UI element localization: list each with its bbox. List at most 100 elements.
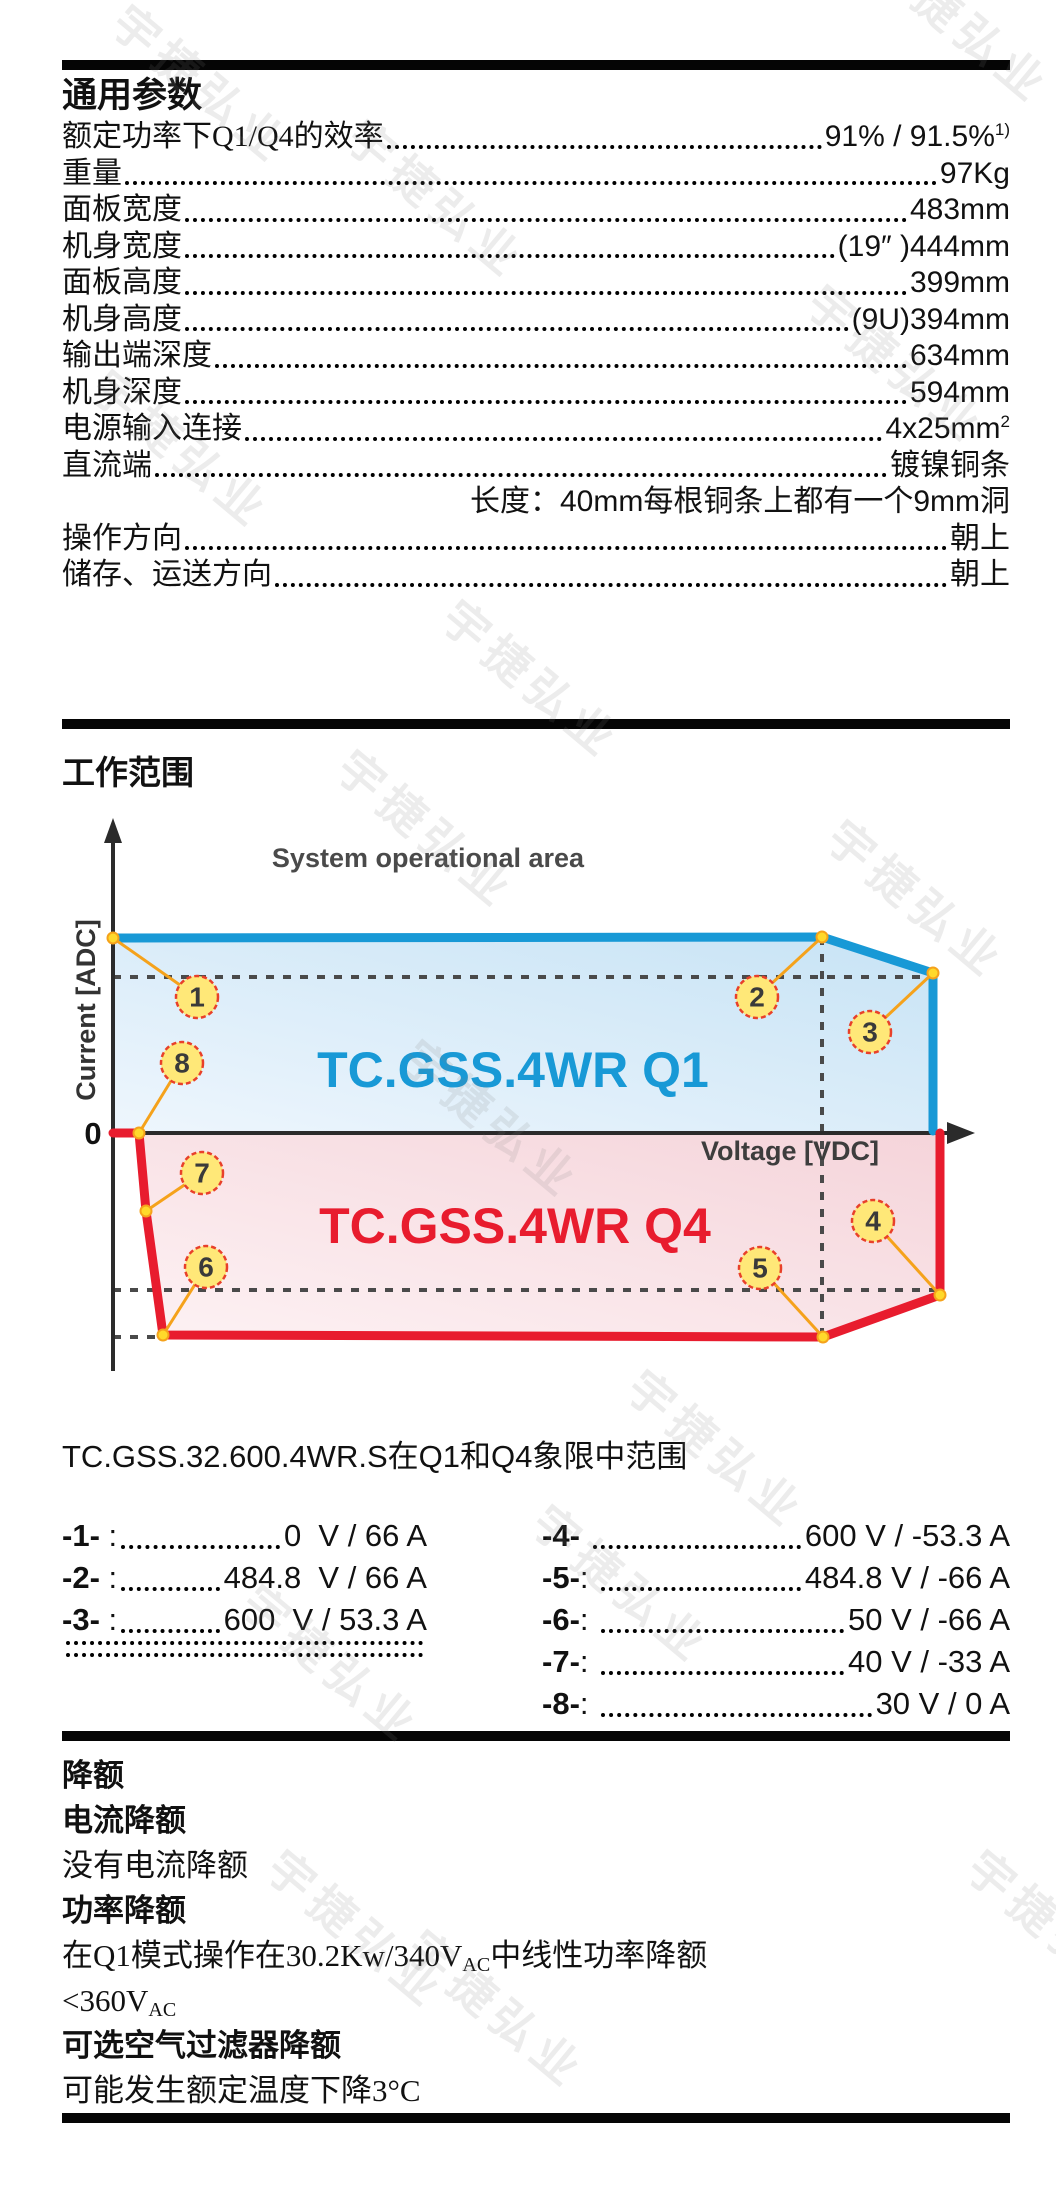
- section-divider: [62, 2112, 1010, 2123]
- labeled-points-list: -1- :0 V / 66 A-2- :484.8 V / 66 A-3- :6…: [62, 1515, 1010, 1725]
- dotted-leader: [601, 1712, 872, 1717]
- spec-value: 朝上: [950, 521, 1010, 555]
- data-point-marker: [106, 931, 120, 944]
- dotted-leader: [125, 181, 937, 185]
- point-colon: :: [579, 1601, 598, 1637]
- q4-region-label: TC.GSS.4WR Q4: [319, 1198, 711, 1254]
- callout-circle: [734, 974, 780, 1019]
- x-axis-arrow: [947, 1121, 975, 1144]
- point-marker: -5-: [542, 1559, 580, 1595]
- data-point-marker: [815, 930, 829, 943]
- callout-circle: [183, 1244, 229, 1289]
- q1-region-border: [108, 932, 938, 1135]
- spec-value: 镀镍铜条: [890, 448, 1010, 482]
- spec-value: 长度：40mm每根铜条上都有一个9mm洞: [469, 485, 1010, 518]
- dotted-leader: [245, 436, 883, 441]
- spec-row: 面板高度 399mm: [62, 265, 1010, 302]
- dotted-leader: [386, 144, 822, 149]
- derating-section: 降额电流降额没有电流降额功率降额在Q1模式操作在30.2Kw/340VAC中线性…: [62, 1753, 1010, 2113]
- derating-text: <360VAC: [62, 1982, 177, 2021]
- callout-number: 2: [749, 981, 765, 1012]
- callout-number: 3: [862, 1016, 878, 1047]
- dotted-leader: [155, 473, 887, 477]
- spec-label: 机身宽度: [62, 229, 182, 263]
- point-marker: -2-: [62, 1559, 100, 1595]
- spec-value: 91% / 91.5%1): [824, 120, 1010, 153]
- y-axis-arrow: [104, 817, 122, 843]
- points-column-right: -4- 600 V / -53.3 A-5-: 484.8 V / -66 A-…: [542, 1515, 1010, 1725]
- point-value: 40 V / -33 A: [848, 1643, 1010, 1679]
- derating-text: 可能发生额定温度下降3°C: [62, 2072, 421, 2108]
- spec-value: 399mm: [909, 266, 1010, 299]
- spec-value: 483mm: [909, 193, 1010, 226]
- callout-number: 1: [189, 981, 205, 1012]
- point-marker: -7-: [542, 1643, 580, 1679]
- spec-label: 额定功率下Q1/Q4的效率: [62, 120, 384, 153]
- spec-label: 储存、运送方向: [62, 558, 272, 591]
- spec-label: 电源输入连接: [62, 412, 242, 445]
- dotted-leader: [185, 327, 849, 331]
- x-axis-label: Voltage [VDC]: [701, 1136, 879, 1166]
- dotted-leader: [275, 582, 947, 587]
- spec-row: 直流端 镀镍铜条: [62, 448, 1010, 485]
- callout-circle: [179, 1150, 225, 1195]
- point-value: 0 V / 66 A: [283, 1517, 427, 1553]
- point-row: -5-: 484.8 V / -66 A: [542, 1557, 1010, 1599]
- spec-row: 机身高度 (9U)394mm: [62, 302, 1010, 339]
- spec-label: 操作方向: [62, 521, 182, 555]
- data-point-marker: [816, 1330, 830, 1343]
- point-row: -4- 600 V / -53.3 A: [542, 1515, 1010, 1557]
- spec-label: 重量: [62, 156, 122, 190]
- callout-circle: [737, 1245, 783, 1290]
- dotted-leader: [66, 1652, 423, 1657]
- callout-number: 7: [194, 1157, 210, 1188]
- derating-lines: 降额电流降额没有电流降额功率降额在Q1模式操作在30.2Kw/340VAC中线性…: [62, 1753, 1010, 2113]
- section-divider: [62, 1730, 1010, 1741]
- spec-label: 直流端: [62, 448, 152, 482]
- dotted-leader: [121, 1628, 220, 1633]
- point-value: 484.8 V / 66 A: [223, 1559, 427, 1595]
- derating-heading: 电流降额: [62, 1802, 186, 1838]
- y-axis-label: Current [ADC]: [71, 919, 101, 1101]
- spec-superscript: 1): [994, 120, 1010, 139]
- subscript: AC: [148, 1998, 177, 2021]
- point-value: 600 V / -53.3 A: [804, 1517, 1010, 1553]
- q4-region-fill: [113, 1132, 940, 1337]
- section-divider: [62, 718, 1010, 729]
- point-colon: :: [99, 1601, 118, 1637]
- dotted-leader: [185, 217, 907, 222]
- q1-region-label: TC.GSS.4WR Q1: [317, 1042, 709, 1098]
- points-column-left: -1- :0 V / 66 A-2- :484.8 V / 66 A-3- :6…: [62, 1515, 427, 1725]
- point-row: -6-: 50 V / -66 A: [542, 1599, 1010, 1641]
- point-row: -7-: 40 V / -33 A: [542, 1641, 1010, 1683]
- dotted-leader: [66, 1640, 423, 1645]
- operating-range-title: 工作范围: [62, 753, 194, 791]
- callout-circle: [847, 1009, 893, 1054]
- dotted-leader: [185, 400, 907, 404]
- point-value: 50 V / -66 A: [848, 1601, 1010, 1637]
- point-marker: -4-: [542, 1517, 580, 1553]
- chart-title: System operational area: [272, 843, 585, 873]
- spec-value: (9U)394mm: [851, 302, 1010, 336]
- spec-value: 4x25mm2: [885, 412, 1010, 445]
- point-colon: :: [99, 1517, 118, 1553]
- callout-circle: [850, 1198, 896, 1243]
- spec-label: 面板高度: [62, 266, 182, 299]
- subscript: AC: [462, 1953, 491, 1976]
- spec-label: 机身高度: [62, 302, 182, 336]
- origin-label: 0: [84, 1116, 101, 1151]
- dotted-leader: [185, 254, 835, 258]
- point-row: -2- :484.8 V / 66 A: [62, 1557, 427, 1599]
- data-point-marker: [139, 1204, 153, 1217]
- point-row: [62, 1640, 427, 1653]
- dotted-leader: [601, 1586, 801, 1591]
- spec-value: (19″ )444mm: [837, 229, 1010, 263]
- spec-label: 输出端深度: [62, 339, 212, 372]
- point-colon: [580, 1515, 589, 1557]
